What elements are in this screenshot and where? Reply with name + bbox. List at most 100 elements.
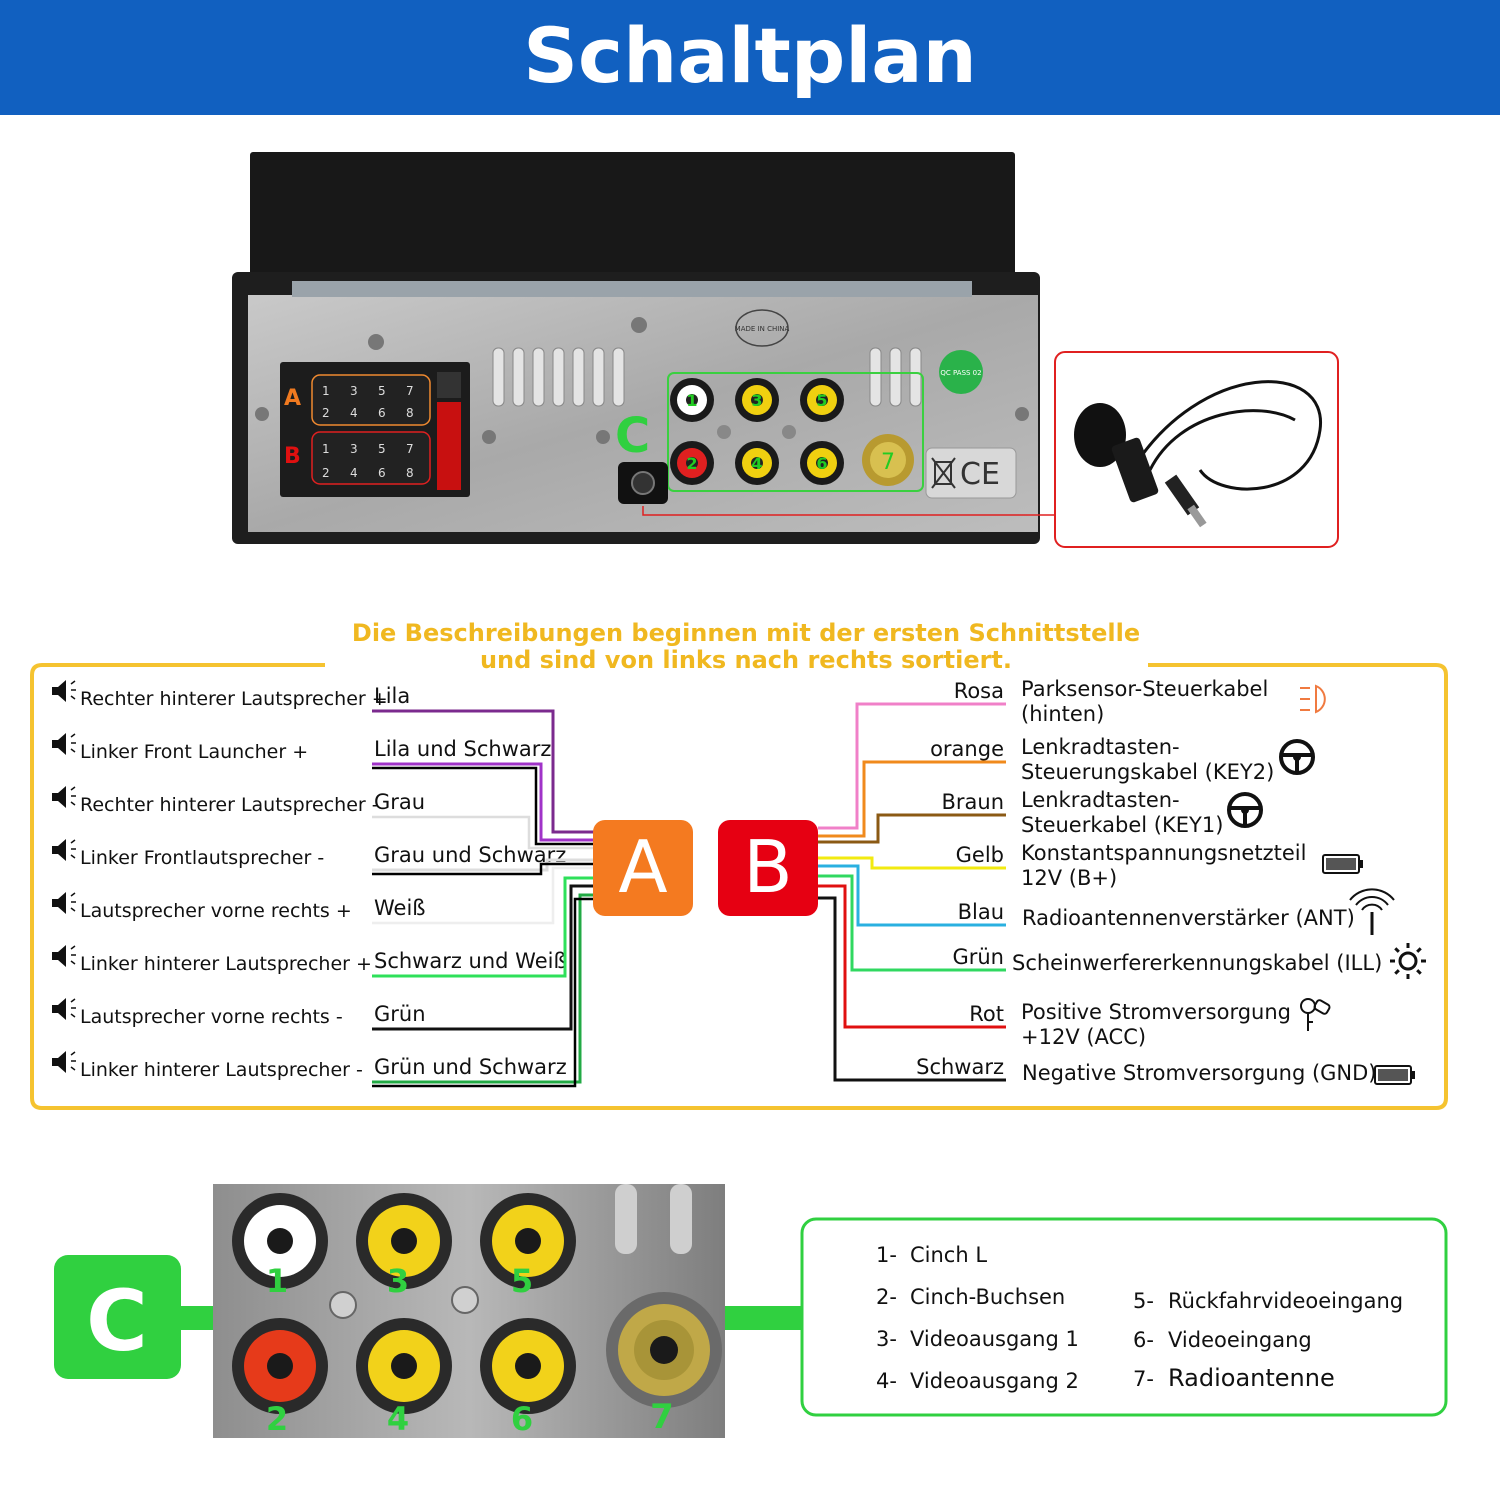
connector-a-label: A — [284, 386, 301, 411]
wire-function-label: Rechter hinterer Lautsprecher + — [80, 688, 388, 710]
wire-color-label: Schwarz — [916, 1055, 1004, 1079]
wire-path — [372, 884, 595, 1031]
wire-left-1: Rechter hinterer Lautsprecher +Lila — [52, 680, 595, 834]
wire-path — [818, 864, 1006, 927]
made-in-china-text: MADE IN CHINA — [735, 325, 790, 333]
legend-label: Videoausgang 1 — [910, 1327, 1079, 1351]
wiring-note-line1: Die Beschreibungen beginnen mit der erst… — [352, 619, 1140, 647]
vent-slot — [492, 347, 505, 407]
iso-pin-number: 1 — [322, 442, 330, 456]
legend-number: 3- — [876, 1327, 897, 1351]
legend-label: Cinch L — [910, 1243, 987, 1267]
wire-path — [818, 813, 1006, 844]
vent-slot — [592, 347, 605, 407]
big-rca-number: 1 — [266, 1262, 288, 1300]
legend-number: 4- — [876, 1369, 897, 1393]
badge-c-letter: C — [86, 1272, 148, 1370]
wire-color-label: Schwarz und Weiß — [374, 949, 567, 973]
rca-jack-number: 2 — [686, 454, 697, 473]
antenna-socket-number: 7 — [881, 450, 895, 475]
made-in-china-stamp — [735, 309, 789, 347]
iso-pin-number: 6 — [378, 406, 386, 420]
rca-jack-number: 5 — [816, 391, 827, 410]
wire-path — [372, 815, 595, 850]
speaker-icon — [52, 680, 76, 702]
screw — [451, 1286, 479, 1314]
unit-cover — [250, 152, 1015, 280]
wire-function-label: Rechter hinterer Lautsprecher - — [80, 794, 379, 816]
iso-pin-number: 1 — [322, 384, 330, 398]
big-rca-number: 3 — [387, 1262, 409, 1300]
iso-pin-number: 7 — [406, 442, 414, 456]
wire-path — [372, 866, 595, 925]
wire-path — [372, 876, 595, 978]
antenna-icon — [1349, 888, 1395, 935]
wire-path — [818, 702, 1006, 830]
rca-jack-number: 3 — [751, 391, 762, 410]
wire-path — [818, 760, 1006, 838]
vent-slot — [512, 347, 525, 407]
big-rca-number: 6 — [511, 1400, 533, 1438]
wire-color-label: Lila — [374, 684, 410, 708]
big-rca-number: 4 — [387, 1400, 409, 1438]
wire-function-label: Steuerungskabel (KEY2) — [1021, 760, 1274, 784]
big-rca-number: 5 — [511, 1262, 533, 1300]
big-rca-number: 2 — [266, 1400, 288, 1438]
vent-slot — [615, 1184, 637, 1254]
wire-path — [372, 893, 595, 1084]
wire-path — [818, 884, 1006, 1029]
legend-label: Cinch-Buchsen — [910, 1285, 1065, 1309]
mic-leader-line — [642, 506, 1055, 516]
speaker-icon — [52, 839, 76, 861]
wire-path — [818, 896, 1006, 1082]
battery-icon — [1374, 1065, 1415, 1085]
iso-pin-number: 3 — [350, 442, 358, 456]
speaker-icon — [52, 945, 76, 967]
wire-left-8: Linker hinterer Lautsprecher -Grün und S… — [52, 893, 595, 1088]
screw — [717, 425, 731, 439]
screw — [631, 317, 647, 333]
legend-number: 5- — [1133, 1289, 1154, 1313]
wire-color-label: Gelb — [956, 843, 1004, 867]
vent-slot — [552, 347, 565, 407]
wire-function-label: Lenkradtasten- — [1021, 788, 1180, 812]
iso-pin-number: 6 — [378, 466, 386, 480]
vent-slot — [612, 347, 625, 407]
header-bar: Schaltplan — [0, 0, 1500, 115]
wire-function-label: Linker Frontlautsprecher - — [80, 847, 324, 869]
wire-function-label: Scheinwerfererkennungskabel (ILL) — [1012, 951, 1382, 975]
wire-function-label: Linker hinterer Lautsprecher + — [80, 953, 372, 975]
steering-wheel-icon — [1279, 739, 1315, 775]
wire-color-label: Rosa — [954, 679, 1004, 703]
battery-icon — [1322, 854, 1363, 874]
weee-bin-icon — [931, 457, 956, 489]
wire-path — [372, 762, 595, 842]
wire-color-label: Rot — [969, 1002, 1004, 1026]
wiring-note-line2: und sind von links nach rechts sortiert. — [480, 646, 1012, 674]
wire-left-5: Lautsprecher vorne rechts +Weiß — [52, 866, 595, 925]
legend-number: 7- — [1133, 1367, 1154, 1391]
wire-path — [818, 856, 1006, 870]
wire-function-label: Steuerkabel (KEY1) — [1021, 813, 1223, 837]
vent-slot — [909, 347, 922, 407]
microphone-box — [1054, 351, 1339, 548]
iso-pin-number: 2 — [322, 406, 330, 420]
microphone-icon — [1074, 380, 1322, 528]
wire-stripe — [372, 897, 595, 1088]
wire-function-label: Linker Front Launcher + — [80, 741, 308, 763]
wire-stripe — [372, 766, 595, 846]
wire-left-2: Linker Front Launcher +Lila und Schwarz — [52, 733, 595, 846]
qc-pass-sticker — [939, 350, 983, 394]
legend-number: 1- — [876, 1243, 897, 1267]
wire-stripe — [372, 862, 595, 876]
wire-function-label: +12V (ACC) — [1021, 1025, 1146, 1049]
